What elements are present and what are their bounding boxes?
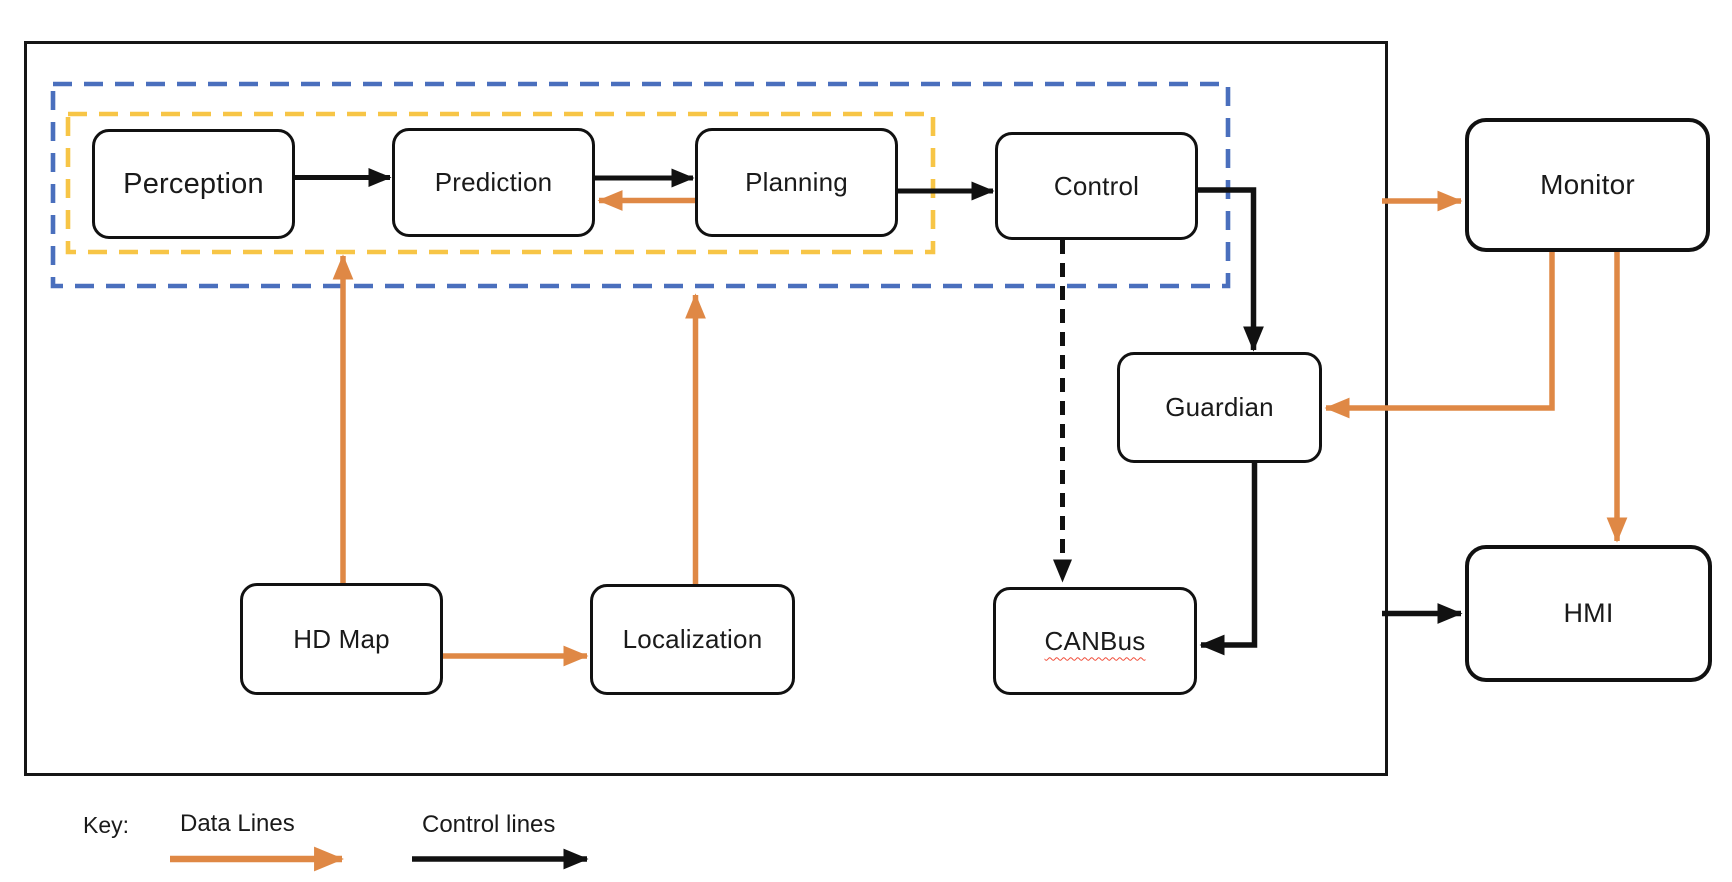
key-data-lines-label: Data Lines	[180, 810, 295, 837]
node-monitor-label: Monitor	[1540, 169, 1635, 200]
node-perception-label: Perception	[123, 167, 264, 200]
arrow-guardian-to-canbus	[1199, 463, 1258, 656]
node-planning: Planning	[695, 128, 898, 237]
blue-dashed-group	[50, 81, 1231, 289]
arrow-control-to-guardian	[1198, 187, 1264, 352]
node-canbus: CANBus	[993, 587, 1197, 695]
yellow-dashed-group	[65, 111, 936, 255]
key-control-lines-label: Control lines	[422, 811, 556, 838]
node-perception: Perception	[92, 129, 295, 239]
node-hdmap: HD Map	[240, 583, 443, 695]
node-planning-label: Planning	[745, 167, 848, 197]
node-hmi: HMI	[1465, 545, 1712, 682]
node-localization: Localization	[590, 584, 795, 695]
node-monitor: Monitor	[1465, 118, 1710, 252]
node-canbus-label: CANBus	[1044, 625, 1146, 656]
key-label: Key:	[83, 812, 130, 838]
node-guardian: Guardian	[1117, 352, 1322, 463]
node-prediction-label: Prediction	[434, 167, 553, 197]
node-guardian-label: Guardian	[1165, 392, 1274, 422]
node-prediction: Prediction	[392, 128, 595, 237]
node-hdmap-label: HD Map	[293, 623, 390, 654]
node-control: Control	[995, 132, 1198, 240]
node-localization-label: Localization	[622, 624, 763, 654]
node-hmi-label: HMI	[1563, 598, 1614, 628]
node-control-label: Control	[1053, 170, 1140, 201]
arrow-monitor-to-guardian	[1324, 252, 1555, 419]
